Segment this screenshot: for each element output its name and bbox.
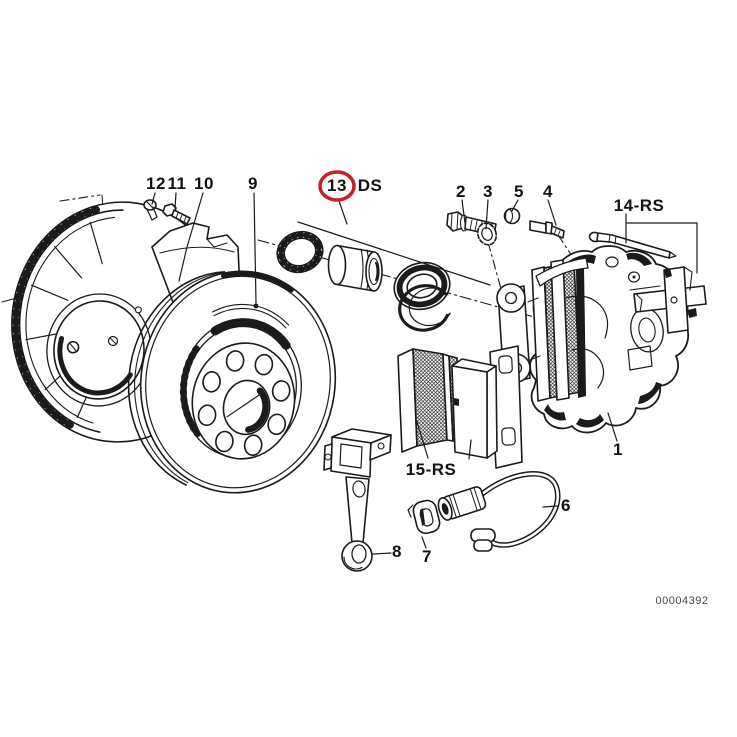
mounting-bracket [323, 428, 392, 572]
callout-14-rs[interactable]: 14-RS [613, 196, 665, 215]
callout-10[interactable]: 10 [194, 174, 214, 193]
callout-8[interactable]: 8 [392, 542, 402, 561]
callout-9[interactable]: 9 [248, 174, 258, 193]
guide-pin [588, 231, 677, 259]
brake-caliper [496, 245, 690, 434]
callout-1[interactable]: 1 [613, 440, 623, 459]
highlight-circle [318, 170, 356, 202]
sensor-clip [407, 499, 441, 535]
brake-disc [127, 270, 337, 494]
lock-washer [476, 222, 498, 246]
bleeder-valve [529, 220, 565, 239]
piston-seal-ring [276, 230, 324, 274]
drawing-number: 00004392 [655, 595, 709, 607]
bleeder-cap [503, 207, 521, 225]
callout-11[interactable]: 11 [167, 174, 187, 193]
callout-4[interactable]: 4 [543, 182, 553, 201]
callout-7[interactable]: 7 [422, 547, 432, 566]
piston-circlip [398, 284, 451, 332]
hex-screw [162, 203, 191, 225]
brake-pads [397, 345, 523, 469]
callout-13[interactable]: 13 [327, 176, 347, 195]
anti-rattle-spring [633, 266, 707, 334]
wear-sensor-cable [437, 471, 561, 552]
callout-5[interactable]: 5 [514, 182, 524, 201]
callout-15-rs[interactable]: 15-RS [405, 460, 457, 479]
callout-2[interactable]: 2 [456, 182, 466, 201]
caliper-piston [327, 244, 383, 292]
callout-3[interactable]: 3 [483, 182, 493, 201]
callout-6[interactable]: 6 [561, 496, 571, 515]
leader-lines [151, 192, 618, 442]
callout-12[interactable]: 12 [146, 174, 166, 193]
callout-13-suffix: DS [357, 176, 383, 195]
